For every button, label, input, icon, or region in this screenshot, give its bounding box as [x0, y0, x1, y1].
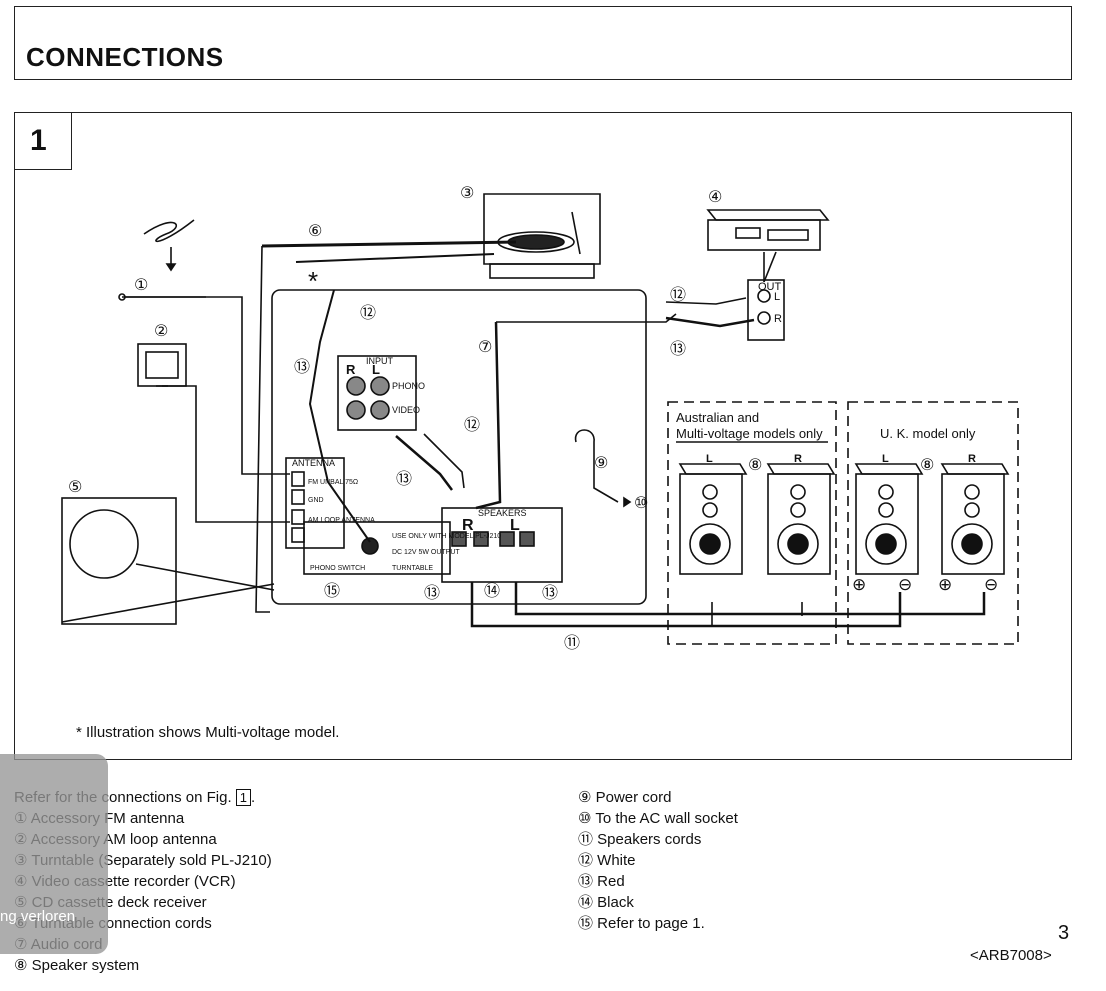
legend-item-11: ⑪ Speakers cords: [578, 831, 702, 848]
callout-2: ②: [154, 323, 168, 340]
legend-item-15: ⑮ Refer to page 1.: [578, 915, 705, 932]
region-box-uk: [847, 401, 1019, 645]
legend-item-9: ⑨ Power cord: [578, 789, 672, 806]
page-number: 3: [1058, 922, 1070, 944]
region-uk-label: U. K. model only: [880, 426, 976, 441]
power-cord: [574, 429, 619, 503]
region-box-au: [667, 401, 837, 645]
input-heading: INPUT: [366, 356, 394, 366]
speaker-au-l: [678, 463, 748, 575]
figure-number-box: [14, 112, 72, 170]
overlay-popup-text: ng verloren: [0, 908, 76, 925]
callout-10: ⑩: [634, 495, 648, 512]
speakers-r-label: R: [462, 517, 474, 534]
callout-3: ③: [460, 185, 474, 202]
callout-8a: ⑧: [748, 457, 762, 474]
document-code: <ARB7008>: [970, 947, 1052, 964]
callout-8b: ⑧: [920, 457, 934, 474]
figure-number: 1: [30, 124, 47, 157]
legend-right-column: ⑨ Power cord ⑩ To the AC wall socket ⑪ S…: [578, 787, 738, 934]
speaker-uk-l-label: L: [882, 453, 889, 465]
speaker-au-l-label: L: [706, 453, 713, 465]
uk-r-minus: ⊖: [984, 575, 998, 594]
speakers-heading: SPEAKERS: [478, 508, 527, 518]
region-au-line1: Australian and: [676, 410, 759, 425]
legend-item-10: ⑩ To the AC wall socket: [578, 810, 738, 827]
callout-5: ⑤: [68, 479, 82, 496]
input-jack-panel: [337, 355, 417, 431]
antenna-heading: ANTENNA: [292, 458, 335, 468]
vcr-out-r-label: R: [774, 313, 782, 325]
vcr-out-label: OUT: [758, 281, 782, 293]
callout-13c: ⑬: [670, 340, 686, 358]
am-loop-antenna: [137, 343, 187, 387]
antenna-fm-label: FM UNBAL 75Ω: [308, 479, 358, 486]
callout-12a: ⑫: [360, 304, 376, 322]
legend-fig-ref: 1: [235, 789, 252, 806]
callout-15: ⑮: [324, 582, 340, 600]
callout-1: ①: [134, 277, 148, 294]
callout-13e: ⑬: [542, 584, 558, 602]
antenna-am-label: AM LOOP ANTENNA: [308, 517, 375, 524]
callout-6: ⑥: [308, 223, 322, 240]
input-video-label: VIDEO: [392, 405, 420, 415]
callout-13a: ⑬: [294, 358, 310, 376]
asterisk-mark: *: [308, 266, 318, 296]
overlay-popup[interactable]: [0, 754, 108, 954]
callout-13d: ⑬: [424, 584, 440, 602]
receiver-inset: [61, 497, 177, 625]
callout-12c: ⑫: [670, 286, 686, 304]
turntable-dc-output: DC 12V 5W OUTPUT: [392, 549, 460, 556]
speakers-terminal-panel: [441, 507, 563, 583]
callout-9: ⑨: [594, 455, 608, 472]
illustration-note: * Illustration shows Multi-voltage model…: [76, 724, 340, 741]
page-title: CONNECTIONS: [26, 42, 224, 72]
vcr: [706, 209, 830, 221]
vcr-out-l-label: L: [774, 291, 780, 303]
title-frame: [14, 6, 1072, 80]
turntable-label: TURNTABLE: [392, 565, 433, 572]
input-r-label: R: [346, 362, 356, 377]
receiver-rear-panel: [271, 289, 647, 605]
uk-r-plus: ⊕: [938, 575, 952, 594]
callout-11: ⑪: [564, 634, 580, 652]
callout-4: ④: [708, 189, 722, 206]
phono-switch-label: PHONO SWITCH: [310, 565, 365, 572]
legend-item-14: ⑭ Black: [578, 894, 634, 911]
legend-item-8: ⑧ Speaker system: [14, 957, 140, 974]
antenna-panel: [285, 457, 345, 549]
input-phono-label: PHONO: [392, 381, 425, 391]
callout-12b: ⑫: [464, 416, 480, 434]
connection-diagram: ① ② ③ ④ ⑤ ⑥ ⑦ ⑧ ⑧ ⑨ ⑩ ⑪ ⑫ ⑫ ⑫ ⑬ ⑬ ⑬ ⑬ ⑬ …: [61, 185, 1019, 652]
legend-item-13: ⑬ Red: [578, 873, 625, 890]
uk-l-plus: ⊕: [852, 575, 866, 594]
callout-14: ⑭: [484, 582, 500, 600]
callout-13b: ⑬: [396, 470, 412, 488]
speaker-uk-r: [940, 463, 1010, 575]
speaker-au-r-label: R: [794, 453, 802, 465]
fm-antenna-coil: [143, 219, 195, 243]
speakers-l-label: L: [510, 517, 520, 534]
antenna-gnd-label: GND: [308, 497, 324, 504]
turntable-power-panel: [303, 521, 451, 575]
turntable: [483, 193, 601, 265]
figure-frame: [14, 112, 1072, 760]
speaker-uk-l: [854, 463, 924, 575]
region-au-line2: Multi-voltage models only: [676, 426, 823, 441]
legend-item-12: ⑫ White: [578, 852, 636, 869]
uk-l-minus: ⊖: [898, 575, 912, 594]
input-l-label: L: [372, 362, 380, 377]
speaker-au-r: [766, 463, 836, 575]
callout-7: ⑦: [478, 339, 492, 356]
vcr-out-jacks: [747, 279, 785, 341]
speaker-uk-r-label: R: [968, 453, 976, 465]
turntable-use-only: USE ONLY WITH MODEL PL-J210: [392, 533, 501, 540]
